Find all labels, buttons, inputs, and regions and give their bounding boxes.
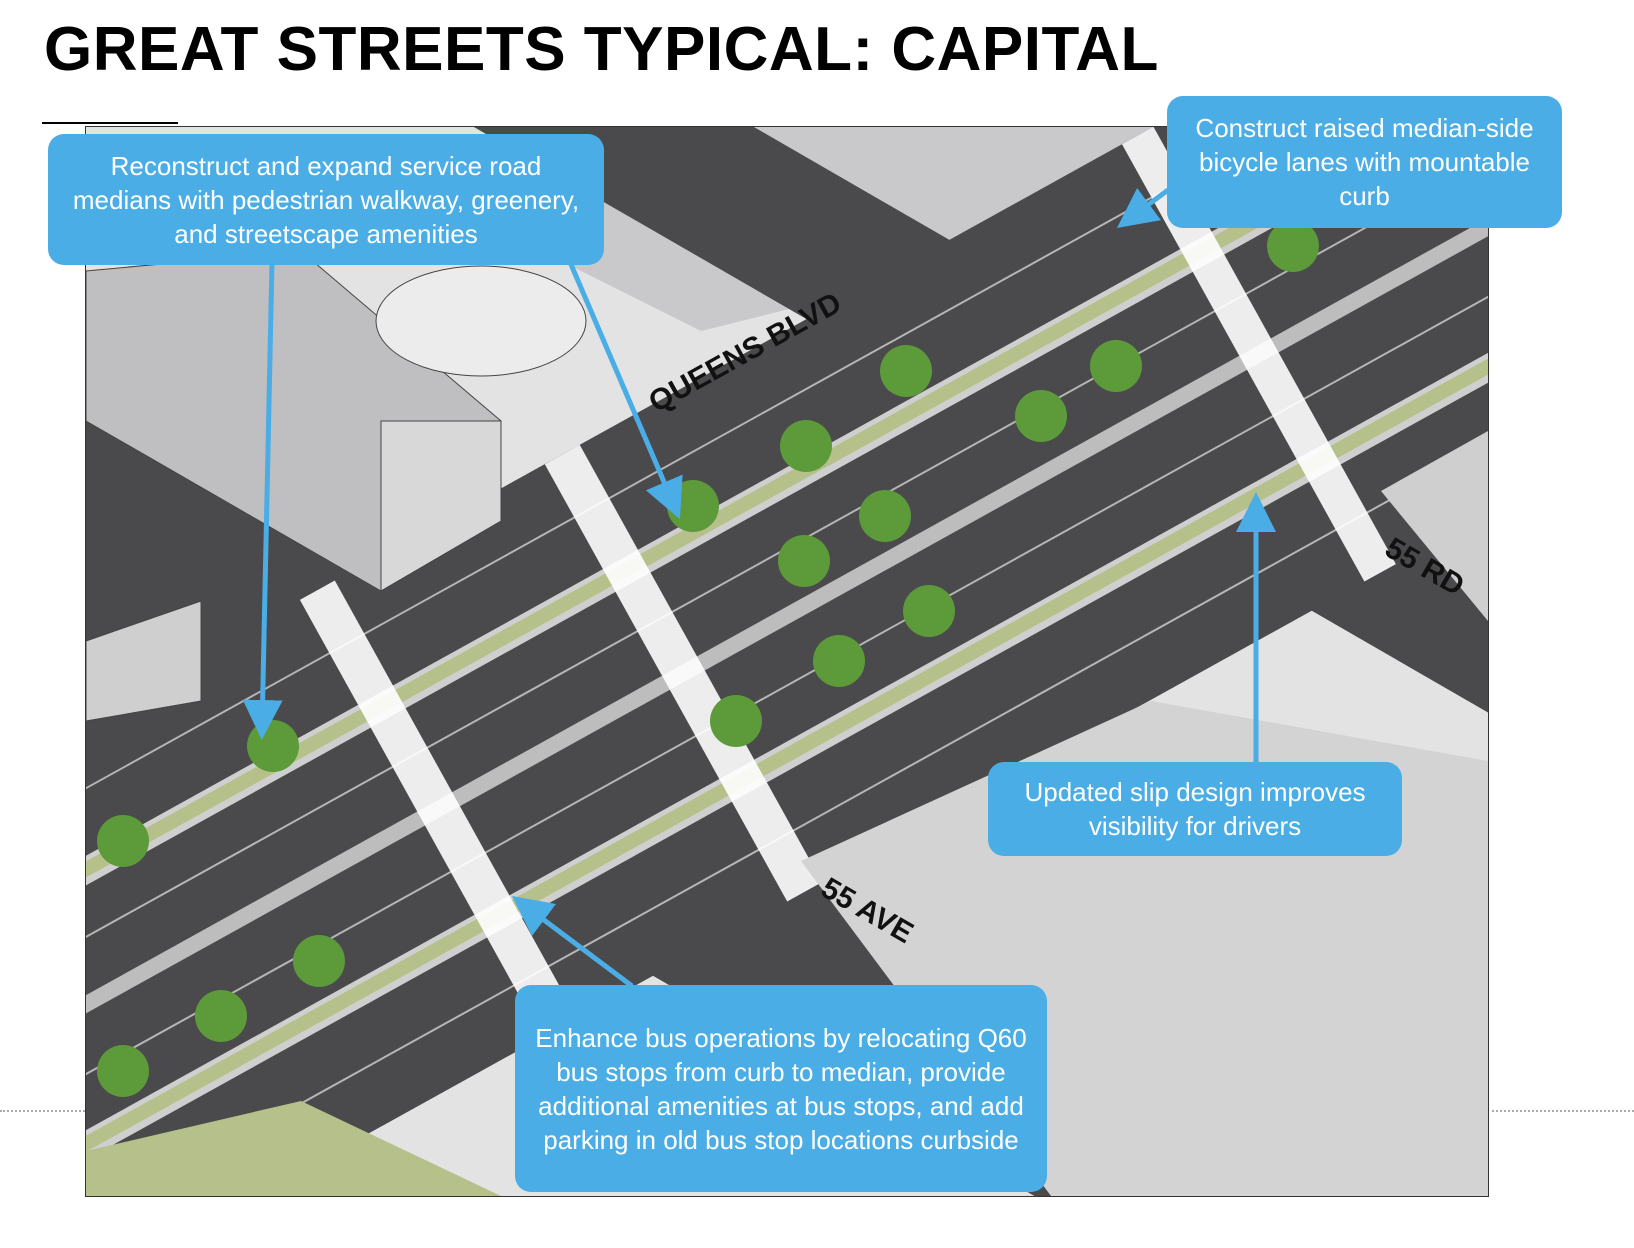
callout-text: Reconstruct and expand service road medi…	[72, 150, 580, 249]
title-rule	[42, 122, 178, 124]
round-building	[375, 265, 587, 377]
page-title: GREAT STREETS TYPICAL: CAPITAL	[44, 15, 1159, 84]
dotted-divider-right	[1487, 1110, 1634, 1112]
callout-bus-operations: Enhance bus operations by relocating Q60…	[515, 985, 1047, 1192]
median-greenery	[86, 358, 1488, 1152]
callout-text: Enhance bus operations by relocating Q60…	[535, 1022, 1027, 1155]
median-greenery	[86, 127, 1440, 878]
median-walkway	[86, 127, 1455, 886]
callout-service-road-medians: Reconstruct and expand service road medi…	[48, 134, 604, 265]
dotted-divider-left	[0, 1110, 85, 1112]
crosswalk	[1122, 127, 1396, 582]
callout-slip-design: Updated slip design improves visibility …	[988, 762, 1402, 856]
block-right	[1381, 431, 1488, 621]
callout-bicycle-lanes: Construct raised median-side bicycle lan…	[1167, 96, 1562, 228]
callout-text: Construct raised median-side bicycle lan…	[1195, 113, 1534, 211]
callout-text: Updated slip design improves visibility …	[1024, 777, 1366, 841]
cross-street-55-rd	[473, 127, 1488, 713]
building	[86, 600, 202, 722]
lane-line	[86, 295, 1488, 1076]
street-illustration: QUEENS BLVD 55 RD 55 AVE	[85, 126, 1489, 1197]
crosswalk	[544, 444, 823, 902]
crosswalk	[299, 580, 578, 1038]
queens-blvd-road	[86, 127, 1488, 1196]
lane-line	[86, 127, 1281, 790]
street-map: QUEENS BLVD 55 RD 55 AVE	[86, 127, 1488, 1196]
building-side	[380, 420, 502, 592]
park-lawn	[86, 1101, 501, 1196]
